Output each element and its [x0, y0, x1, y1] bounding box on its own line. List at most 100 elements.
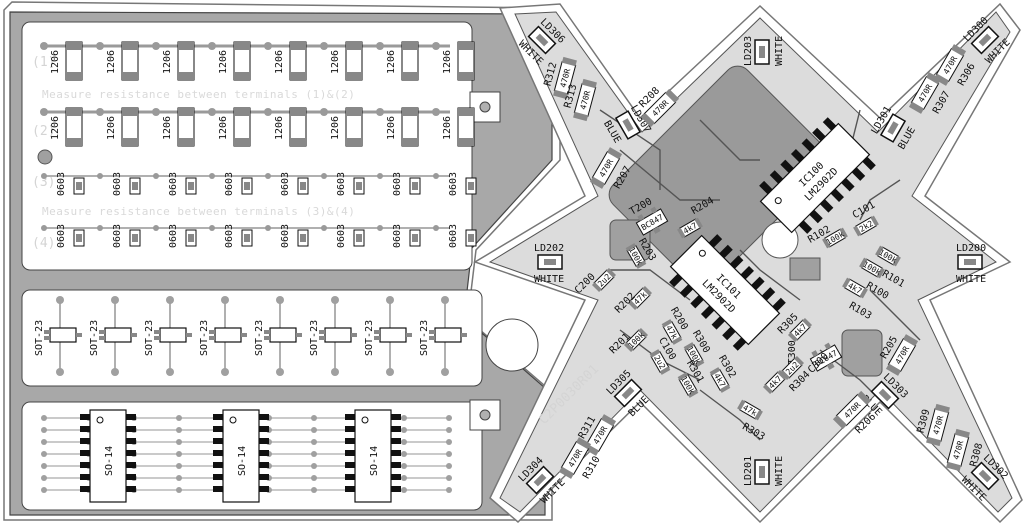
resistor-0603-r4-7: 0603 — [377, 224, 421, 248]
ld203-color: WHITE — [774, 36, 785, 66]
pkg-label: 0603 — [112, 224, 123, 248]
led-ld307: LD307 BLUE — [601, 103, 652, 145]
pkg-label: 1206 — [218, 50, 229, 74]
sot23-2: SOT-23 — [89, 296, 137, 376]
ld200-ref: LD200 — [956, 243, 986, 254]
pkg-label: 1206 — [162, 116, 173, 140]
resistor-0603-r3-1: 0603 — [41, 172, 85, 196]
so14-footprints: SO-14 SO-14 SO-14 — [41, 409, 452, 503]
ld201-color: WHITE — [774, 456, 785, 486]
resistor-1206-r2-4: 1206 — [208, 107, 251, 147]
resistor-0603-r3-5: 0603 — [265, 172, 309, 196]
pkg-label: 1206 — [274, 50, 285, 74]
resistor-r311: 470R R311 — [577, 414, 617, 456]
pkg-label: 0603 — [56, 224, 67, 248]
sot23-5: SOT-23 — [254, 296, 302, 376]
ld200-color: WHITE — [956, 274, 986, 285]
pkg-label: 0603 — [336, 224, 347, 248]
row3-label: (3) — [32, 175, 55, 190]
pkg-label: 0603 — [392, 224, 403, 248]
sot23-6: SOT-23 — [309, 296, 357, 376]
pkg-label: 0603 — [56, 172, 67, 196]
pkg-label: 0603 — [224, 224, 235, 248]
pkg-label: 1206 — [274, 116, 285, 140]
resistor-1206-r2-2: 1206 — [96, 107, 139, 147]
pkg-label: 0603 — [168, 172, 179, 196]
measure-note-1-2: Measure resistance between terminals (1)… — [42, 88, 355, 101]
pkg-label: 0603 — [280, 224, 291, 248]
ld203-ref: LD203 — [743, 36, 754, 66]
pkg-label: SO-14 — [104, 446, 115, 476]
pkg-label: 1206 — [50, 50, 61, 74]
resistor-1206-r1-6: 1206 — [320, 41, 363, 81]
resistor-1206-r1-1: 1206 — [40, 41, 83, 81]
resistor-1206-r1-3: 1206 — [152, 41, 195, 81]
resistor-1206-r2-6: 1206 — [320, 107, 363, 147]
resistor-1206-r1-8: 1206 — [432, 41, 475, 81]
resistor-1206-r1-7: 1206 — [376, 41, 419, 81]
pkg-label: SOT-23 — [364, 320, 375, 356]
pkg-label: 1206 — [386, 116, 397, 140]
resistor-0603-r3-4: 0603 — [209, 172, 253, 196]
resistor-r308: 470R R308 — [946, 428, 985, 472]
resistor-r205: 470R R205 — [879, 334, 919, 376]
resistor-0603-rows: 0603 0603 0603 0603 0603 0603 0603 0603 0603 0603… — [41, 172, 477, 248]
ld202-color: WHITE — [534, 274, 564, 285]
resistor-0603-r3-8: 0603 — [433, 172, 477, 196]
capacitor-c100: 2u2 C100 — [649, 336, 678, 375]
mounting-hole — [485, 318, 539, 372]
measure-note-3-4: Measure resistance between terminals (3)… — [42, 205, 355, 218]
resistor-0603-r4-3: 0603 — [153, 224, 197, 248]
resistor-1206-rows: 1206 1206 1206 1206 1206 1206 1206 1206 1206 1206… — [40, 41, 475, 147]
resistor-r309: 470R R309 — [916, 403, 950, 447]
pkg-label: 0603 — [112, 172, 123, 196]
pkg-label: 0603 — [336, 172, 347, 196]
pkg-label: SOT-23 — [419, 320, 430, 356]
so14-1: SO-14 — [80, 409, 136, 503]
resistor-0603-r3-2: 0603 — [97, 172, 141, 196]
sot23-4: SOT-23 — [199, 296, 247, 376]
pkg-label: 1206 — [330, 116, 341, 140]
resistor-1206-r1-4: 1206 — [208, 41, 251, 81]
row2-label: (2) — [32, 124, 55, 139]
ld201-ref: LD201 — [743, 456, 754, 486]
pkg-label: 0603 — [448, 224, 459, 248]
resistor-0603-r4-6: 0603 — [321, 224, 365, 248]
pkg-label: 1206 — [162, 50, 173, 74]
row4-label: (4) — [32, 236, 55, 251]
resistor-1206-r2-3: 1206 — [152, 107, 195, 147]
pkg-label: 1206 — [50, 116, 61, 140]
star-board: C2P0030R01 IC100 LM2902D IC101 LM2902D T… — [473, 2, 1023, 524]
ic100: IC100 LM2902D — [759, 117, 876, 234]
sot23-section — [21, 289, 483, 387]
pkg-label: 1206 — [330, 50, 341, 74]
led-ld201: LD201 WHITE — [743, 456, 785, 486]
pkg-label: 1206 — [218, 116, 229, 140]
pkg-label: SO-14 — [237, 446, 248, 476]
pkg-label: 1206 — [442, 116, 453, 140]
sot23-3: SOT-23 — [144, 296, 192, 376]
pkg-label: SOT-23 — [34, 320, 45, 356]
pkg-label: SOT-23 — [254, 320, 265, 356]
pkg-label: 0603 — [392, 172, 403, 196]
pkg-label: SO-14 — [369, 446, 380, 476]
pkg-label: 1206 — [106, 50, 117, 74]
led-ld202: LD202 WHITE — [534, 243, 564, 285]
pkg-label: SOT-23 — [199, 320, 210, 356]
resistor-0603-r3-7: 0603 — [377, 172, 421, 196]
resistor-1206-r2-8: 1206 — [432, 107, 475, 147]
resistor-1206-r2-1: 1206 — [40, 107, 83, 147]
resistor-0603-r4-4: 0603 — [209, 224, 253, 248]
so14-3: SO-14 — [345, 409, 401, 503]
pkg-label: 0603 — [224, 172, 235, 196]
led-ld203: LD203 WHITE — [743, 36, 785, 66]
ld202-ref: LD202 — [534, 243, 564, 254]
resistor-r312: 470R R312 — [543, 56, 577, 100]
pkg-label: 1206 — [442, 50, 453, 74]
resistor-1206-r2-5: 1206 — [264, 107, 307, 147]
resistor-1206-r2-7: 1206 — [376, 107, 419, 147]
resistor-1206-r1-5: 1206 — [264, 41, 307, 81]
row-terminal-labels: (1) (2) (3) (4) — [32, 55, 55, 251]
